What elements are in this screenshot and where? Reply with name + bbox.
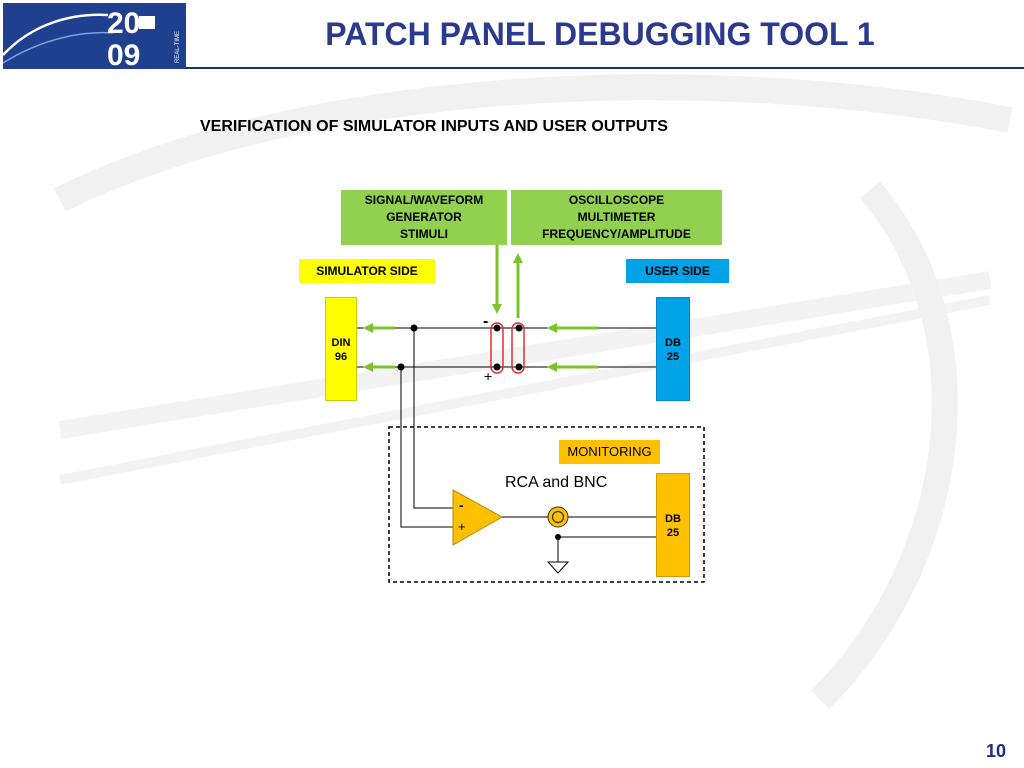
user-side-label: USER SIDE: [626, 259, 729, 283]
connector-line: 96: [334, 351, 348, 363]
page-title: PATCH PANEL DEBUGGING TOOL 1: [325, 16, 875, 52]
connector-line: DIN: [331, 337, 351, 349]
rca-connector-outer: [547, 506, 569, 528]
simulator-side-label: SIMULATOR SIDE: [299, 259, 435, 283]
monitoring-label: MONITORING: [559, 440, 660, 464]
din96-connector: DIN 96: [325, 297, 357, 401]
event-logo: 20 09 REAL-TIME: [3, 3, 186, 69]
amp-plus-sign: +: [458, 519, 466, 534]
db25-user-connector: DB 25: [656, 297, 690, 401]
logo-digits-bottom: 09: [107, 39, 140, 69]
patch-loop-right: [511, 322, 525, 374]
header-rule: [186, 67, 1024, 69]
wire-to-amp-minus: [413, 328, 453, 509]
junction-dot: [515, 363, 523, 371]
box-line: FREQUENCY/AMPLITUDE: [542, 227, 691, 241]
monitoring-enclosure: [388, 426, 705, 583]
patch-minus-sign: -: [483, 313, 489, 330]
box-line: STIMULI: [400, 227, 448, 241]
oscilloscope-box: OSCILLOSCOPE MULTIMETER FREQUENCY/AMPLIT…: [511, 190, 722, 245]
db25-monitor-connector: DB 25: [656, 473, 690, 577]
junction-dot: [493, 324, 501, 332]
box-line: GENERATOR: [386, 210, 462, 224]
junction-dot: [515, 324, 523, 332]
patch-plus-sign: +: [484, 368, 493, 384]
box-line: SIGNAL/WAVEFORM: [364, 193, 484, 207]
logo-digits-top: 20: [107, 7, 140, 40]
diagram-subtitle: VERIFICATION OF SIMULATOR INPUTS AND USE…: [200, 118, 668, 135]
page-number: 10: [985, 741, 1006, 761]
connector-line: 25: [666, 351, 680, 363]
signal-generator-box: SIGNAL/WAVEFORM GENERATOR STIMULI: [341, 190, 507, 245]
ground-symbol: [546, 561, 570, 574]
wire-to-amp-plus: [400, 367, 453, 528]
rca-connector-inner: [551, 510, 565, 524]
connector-line: DB: [665, 337, 681, 349]
amplifier-symbol: [452, 489, 504, 546]
amp-minus-sign: -: [459, 497, 464, 513]
junction-dot: [493, 363, 501, 371]
rca-bnc-label: RCA and BNC: [505, 474, 608, 491]
box-line: OSCILLOSCOPE: [568, 193, 665, 207]
connector-line: 25: [666, 527, 680, 539]
patch-loop-left: [490, 322, 504, 374]
logo-side-text: REAL-TIME: [175, 31, 181, 63]
box-line: MULTIMETER: [577, 210, 656, 224]
connector-line: DB: [665, 513, 681, 525]
